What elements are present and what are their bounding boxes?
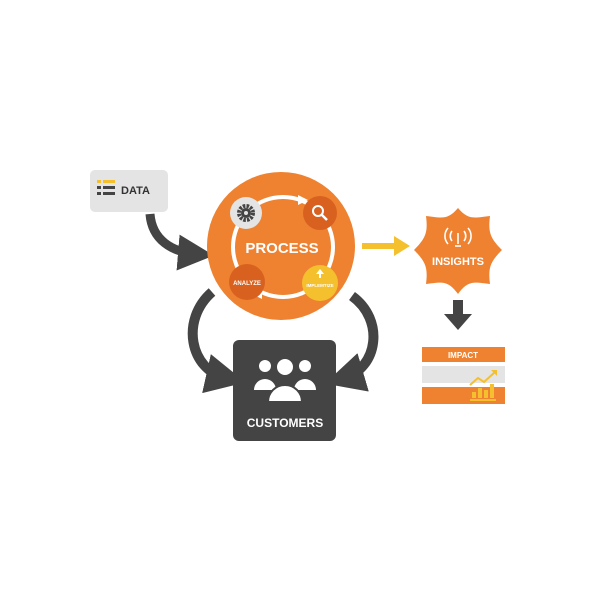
insights-to-impact-arrow: [444, 300, 472, 330]
analyze-label: ANALYZE: [233, 281, 261, 287]
customers-to-process-arrow: [324, 291, 379, 392]
process-label: PROCESS: [245, 240, 318, 257]
people-icon: [254, 357, 316, 403]
analyze-step: ANALYZE: [229, 264, 265, 300]
implement-label: IMPLEMTIZE: [306, 283, 333, 288]
data-to-process-arrow: [145, 213, 214, 271]
impact-node: IMPACT: [422, 347, 505, 404]
signal-icon: [444, 227, 472, 247]
growth-chart-icon: [469, 370, 497, 401]
implement-step: IMPLEMTIZE: [302, 265, 338, 301]
process-node: PROCESS ANALYZE IMPLEMTIZE: [207, 172, 355, 320]
insights-label: INSIGHTS: [432, 256, 484, 268]
insights-node: INSIGHTS: [414, 208, 502, 294]
arrow-up-icon: [316, 269, 324, 278]
customers-label: CUSTOMERS: [247, 416, 323, 430]
process-to-insights-arrow: [362, 236, 410, 256]
data-label: DATA: [121, 185, 150, 197]
data-node: DATA: [90, 170, 168, 212]
list-icon: [97, 180, 115, 195]
process-to-customers-arrow: [187, 288, 246, 394]
impact-label: IMPACT: [448, 351, 478, 360]
search-icon: [303, 196, 337, 230]
gear-icon: [230, 197, 262, 229]
customers-node: CUSTOMERS: [233, 340, 336, 441]
